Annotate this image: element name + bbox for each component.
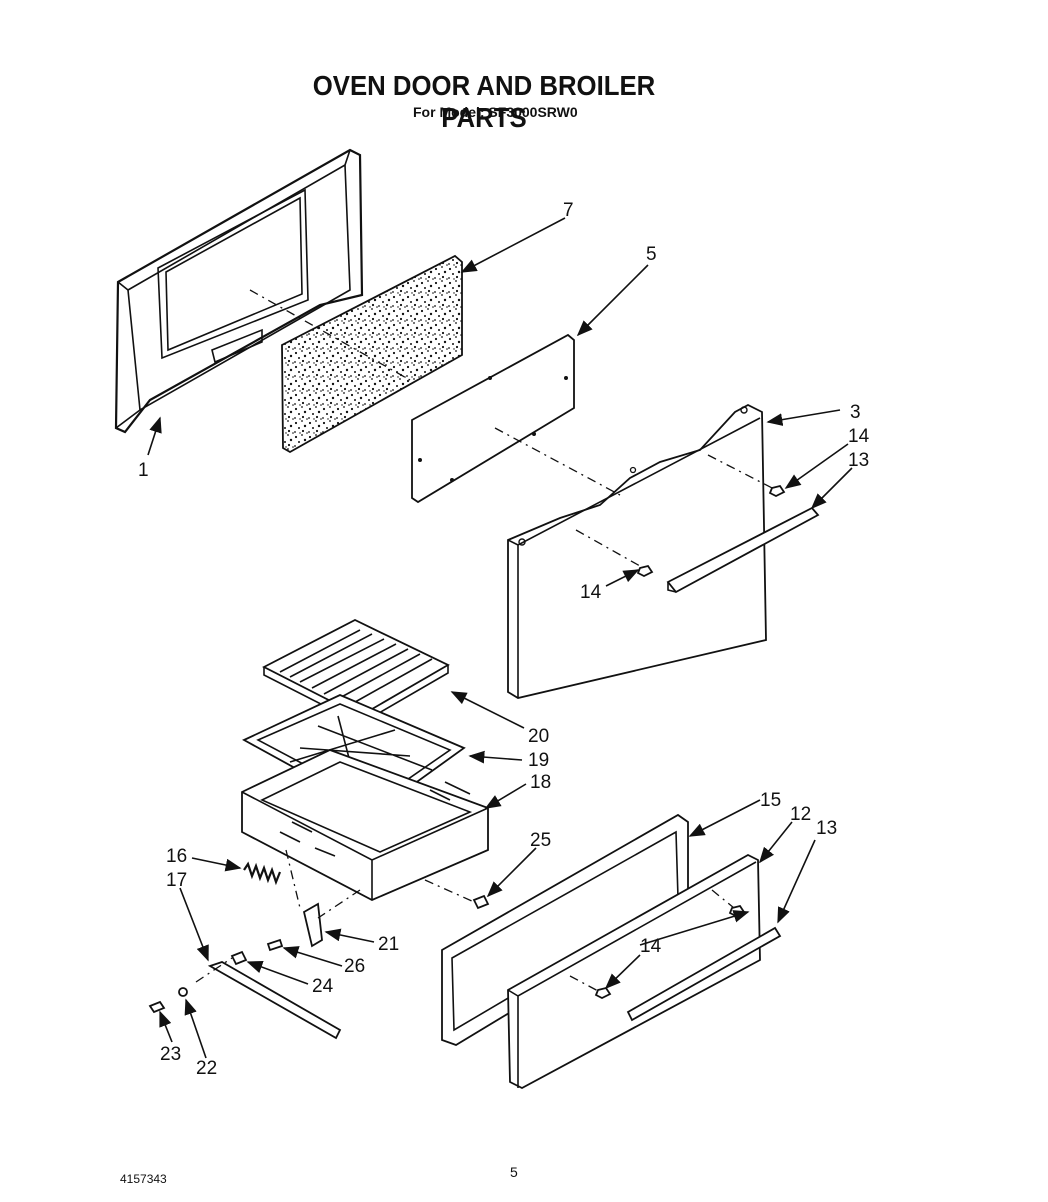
callout-17: 17	[166, 870, 187, 891]
model-subtitle: For Model: SF3000SRW0	[413, 104, 578, 120]
part-screw-26	[266, 938, 284, 952]
part-inner-panel	[411, 333, 575, 504]
part-broiler-door-outer	[507, 853, 761, 1090]
callout-21: 21	[378, 934, 399, 955]
callout-22: 22	[196, 1058, 217, 1079]
part-clip-25	[472, 894, 490, 910]
document-number: 4157343	[120, 1172, 167, 1186]
callout-15: 15	[760, 790, 781, 811]
callout-20: 20	[528, 726, 549, 747]
part-bushing-lower-left	[594, 986, 612, 1000]
part-outer-door-panel	[507, 403, 767, 699]
callout-14-lower: 14	[640, 936, 662, 957]
page-title: OVEN DOOR AND BROILER PARTS	[312, 70, 656, 133]
callout-3: 3	[850, 402, 861, 423]
part-inner-door-frame	[114, 148, 364, 434]
part-door-handle-upper	[666, 506, 820, 594]
part-spring	[243, 861, 282, 886]
callout-14-middle: 14	[580, 582, 602, 603]
callout-23: 23	[160, 1044, 181, 1065]
part-screw-23	[148, 1000, 166, 1014]
callout-12: 12	[790, 804, 811, 825]
callout-13-upper: 13	[848, 450, 869, 471]
page-number: 5	[510, 1164, 518, 1180]
part-broiler-handle	[626, 926, 782, 1022]
part-latch	[302, 902, 323, 948]
callout-13-lower: 13	[816, 818, 837, 839]
callout-24: 24	[312, 976, 334, 997]
part-insulation	[281, 254, 463, 454]
part-washer-22	[178, 987, 188, 997]
callout-25: 25	[530, 830, 551, 851]
part-broiler-arm	[207, 961, 342, 1040]
callout-7: 7	[563, 200, 574, 221]
callout-1: 1	[138, 460, 149, 481]
callout-16: 16	[166, 846, 187, 867]
leader-lines	[147, 217, 853, 1059]
callout-labels: 1 7 5 3 14 13 14 20 19 18 15 12 13 25 14…	[138, 200, 870, 1079]
callout-5: 5	[646, 244, 657, 265]
part-bushing-upper-right	[768, 484, 786, 498]
part-broiler-pan	[241, 749, 489, 901]
part-nut-24	[230, 950, 248, 966]
callout-26: 26	[344, 956, 365, 977]
assembly-lines	[195, 289, 777, 993]
callout-19: 19	[528, 750, 549, 771]
callout-18: 18	[530, 772, 551, 793]
callout-14-upper: 14	[848, 426, 870, 447]
